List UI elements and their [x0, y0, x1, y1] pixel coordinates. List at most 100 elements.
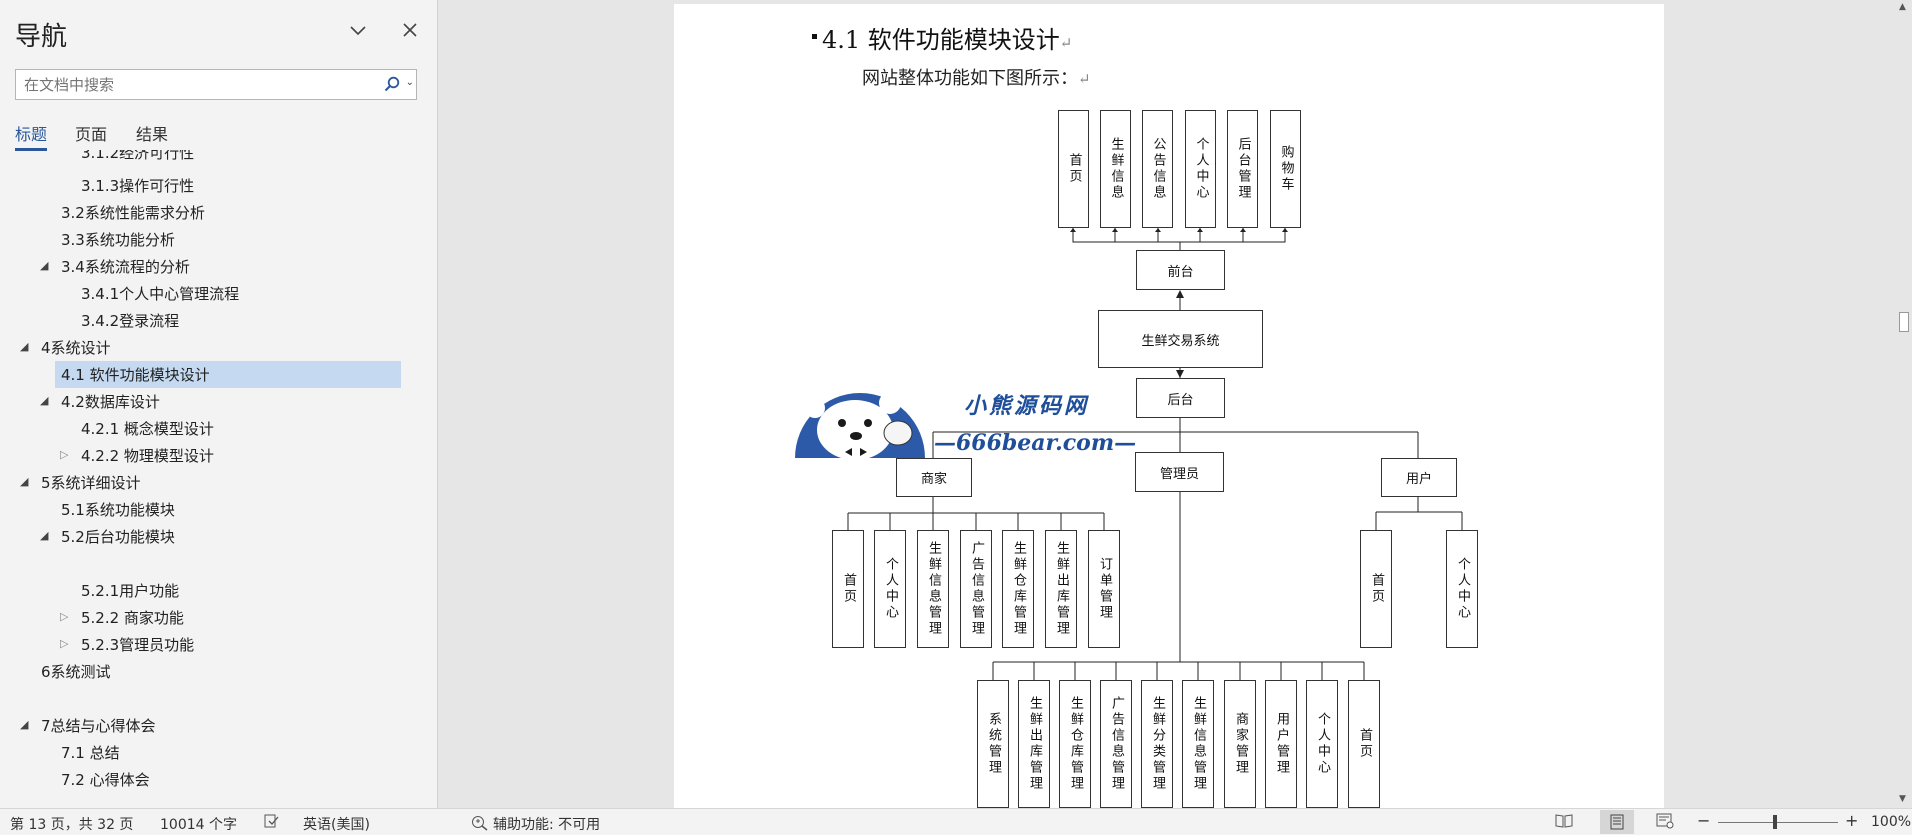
- collapse-triangle-icon[interactable]: ◢: [40, 394, 49, 407]
- tree-item[interactable]: 6系统测试: [41, 663, 111, 681]
- tab-pages[interactable]: 页面: [75, 125, 108, 144]
- tree-item-selected[interactable]: 4.1 软件功能模块设计: [61, 366, 210, 384]
- tree-item[interactable]: 4系统设计: [41, 339, 111, 357]
- zoom-out-button[interactable]: −: [1697, 811, 1711, 830]
- admin-module: 广告信息管理: [1100, 680, 1132, 808]
- print-layout-button[interactable]: [1600, 810, 1634, 834]
- admin-module: 用户管理: [1265, 680, 1297, 808]
- read-mode-icon[interactable]: [1555, 813, 1573, 833]
- merchant-module: 个人中心: [874, 530, 906, 648]
- front-module-profile: 个人中心: [1185, 110, 1216, 228]
- expand-triangle-icon[interactable]: ▷: [60, 610, 69, 623]
- scroll-down-icon[interactable]: ▼: [1899, 794, 1906, 804]
- zoom-in-button[interactable]: +: [1845, 811, 1859, 830]
- collapse-triangle-icon[interactable]: ◢: [40, 259, 49, 272]
- search-box[interactable]: ⌄: [15, 69, 417, 100]
- web-layout-icon[interactable]: [1656, 813, 1674, 833]
- collapse-triangle-icon[interactable]: ◢: [40, 529, 49, 542]
- tree-item[interactable]: 3.4.2登录流程: [81, 312, 180, 330]
- nav-title: 导航: [15, 22, 68, 52]
- collapse-triangle-icon[interactable]: ◢: [20, 475, 29, 488]
- search-input[interactable]: [16, 70, 376, 99]
- vertical-scrollbar[interactable]: ▲ ▼: [1896, 0, 1912, 808]
- zoom-slider-track[interactable]: [1718, 822, 1838, 823]
- tree-item[interactable]: 3.1.2经济可行性: [81, 150, 195, 162]
- tree-item[interactable]: 4.2.2 物理模型设计: [81, 447, 214, 465]
- admin-module: 生鲜分类管理: [1141, 680, 1173, 808]
- front-module-admin: 后台管理: [1227, 110, 1258, 228]
- watermark-url: —666bear.com—: [934, 430, 1137, 456]
- merchant-module: 生鲜出库管理: [1045, 530, 1077, 648]
- page-count[interactable]: 第 13 页，共 32 页: [10, 817, 134, 833]
- paragraph-mark: ↵: [1059, 34, 1073, 52]
- tree-item[interactable]: 7.1 总结: [61, 744, 120, 762]
- scroll-up-icon[interactable]: ▲: [1899, 2, 1906, 12]
- tree-item[interactable]: 7.2 心得体会: [61, 771, 150, 789]
- tree-item[interactable]: 4.2数据库设计: [61, 393, 160, 411]
- accessibility-status[interactable]: 辅助功能: 不可用: [493, 817, 601, 833]
- collapse-triangle-icon[interactable]: ◢: [20, 340, 29, 353]
- user-module: 个人中心: [1446, 530, 1478, 648]
- tree-item[interactable]: 3.4.1个人中心管理流程: [81, 285, 240, 303]
- paragraph-mark: ↵: [1078, 70, 1091, 88]
- tree-item[interactable]: 4.2.1 概念模型设计: [81, 420, 214, 438]
- front-node: 前台: [1136, 250, 1225, 290]
- paragraph-text: 网站整体功能如下图所示：: [862, 68, 1078, 89]
- proofing-icon[interactable]: [264, 813, 280, 833]
- admin-module: 生鲜出库管理: [1018, 680, 1050, 808]
- tree-item[interactable]: 5系统详细设计: [41, 474, 141, 492]
- search-icon[interactable]: [384, 76, 402, 94]
- chevron-down-icon[interactable]: [345, 20, 371, 46]
- tree-item[interactable]: 7总结与心得体会: [41, 717, 156, 735]
- tab-headings[interactable]: 标题: [15, 125, 48, 144]
- word-count[interactable]: 10014 个字: [160, 817, 237, 833]
- heading-tree-lower: 4.1 软件功能模块设计 ◢ 4.2数据库设计 4.2.1 概念模型设计 ▷ 4…: [0, 150, 438, 800]
- admin-module: 系统管理: [977, 680, 1009, 808]
- merchant-module: 广告信息管理: [960, 530, 992, 648]
- selected-item-highlight: [55, 361, 401, 388]
- tree-item[interactable]: 3.3系统功能分析: [61, 231, 175, 249]
- tab-underline: [15, 148, 47, 151]
- admin-module: 生鲜信息管理: [1182, 680, 1214, 808]
- tree-item[interactable]: 3.4系统流程的分析: [61, 258, 190, 276]
- navigation-pane: 导航 ⌄ 标题 页面 结果 3.1.2经济可行性 3.1.3操作可行性 3.2系…: [0, 0, 438, 808]
- heading-text: 4.1 软件功能模块设计: [822, 26, 1060, 54]
- front-module-fresh-info: 生鲜信息: [1100, 110, 1131, 228]
- watermark-logo: [790, 378, 930, 462]
- system-node: 生鲜交易系统: [1098, 310, 1263, 368]
- tree-item[interactable]: 5.2后台功能模块: [61, 528, 175, 546]
- tree-item[interactable]: 5.2.3管理员功能: [81, 636, 195, 654]
- status-bar: 第 13 页，共 32 页 10014 个字 英语(美国) 辅助功能: 不可用 …: [0, 808, 1912, 835]
- merchant-module: 生鲜仓库管理: [1002, 530, 1034, 648]
- tree-item[interactable]: 3.2系统性能需求分析: [61, 204, 205, 222]
- front-module-home: 首页: [1058, 110, 1089, 228]
- front-module-cart: 购物车: [1270, 110, 1301, 228]
- scroll-thumb[interactable]: [1899, 312, 1909, 332]
- accessibility-icon[interactable]: [471, 813, 489, 835]
- body-paragraph[interactable]: 网站整体功能如下图所示：↵: [862, 64, 1091, 90]
- chevron-down-icon[interactable]: ⌄: [405, 77, 414, 88]
- expand-triangle-icon[interactable]: ▷: [60, 637, 69, 650]
- merchant-node: 商家: [896, 458, 972, 497]
- backend-node: 后台: [1136, 378, 1225, 418]
- user-node: 用户: [1381, 458, 1457, 497]
- heading-tree: 3.1.2经济可行性 3.1.3操作可行性 3.2系统性能需求分析 3.3系统功…: [0, 150, 438, 800]
- section-heading[interactable]: 4.1 软件功能模块设计↵: [812, 20, 1073, 55]
- merchant-module: 订单管理: [1088, 530, 1120, 648]
- merchant-module: 首页: [832, 530, 864, 648]
- zoom-level[interactable]: 100%: [1871, 814, 1912, 830]
- tab-results[interactable]: 结果: [136, 125, 169, 144]
- collapse-triangle-icon[interactable]: ◢: [20, 718, 29, 731]
- front-module-notice: 公告信息: [1142, 110, 1173, 228]
- close-icon[interactable]: [397, 20, 423, 46]
- admin-module: 个人中心: [1306, 680, 1338, 808]
- zoom-slider-thumb[interactable]: [1773, 815, 1777, 829]
- tree-item[interactable]: 3.1.3操作可行性: [81, 177, 195, 195]
- tree-item[interactable]: 5.2.2 商家功能: [81, 609, 184, 627]
- language-indicator[interactable]: 英语(美国): [303, 817, 370, 833]
- merchant-module: 生鲜信息管理: [917, 530, 949, 648]
- tree-item[interactable]: 5.1系统功能模块: [61, 501, 175, 519]
- tree-item[interactable]: 5.2.1用户功能: [81, 582, 180, 600]
- expand-triangle-icon[interactable]: ▷: [60, 448, 69, 461]
- watermark-title: 小熊源码网: [964, 394, 1090, 419]
